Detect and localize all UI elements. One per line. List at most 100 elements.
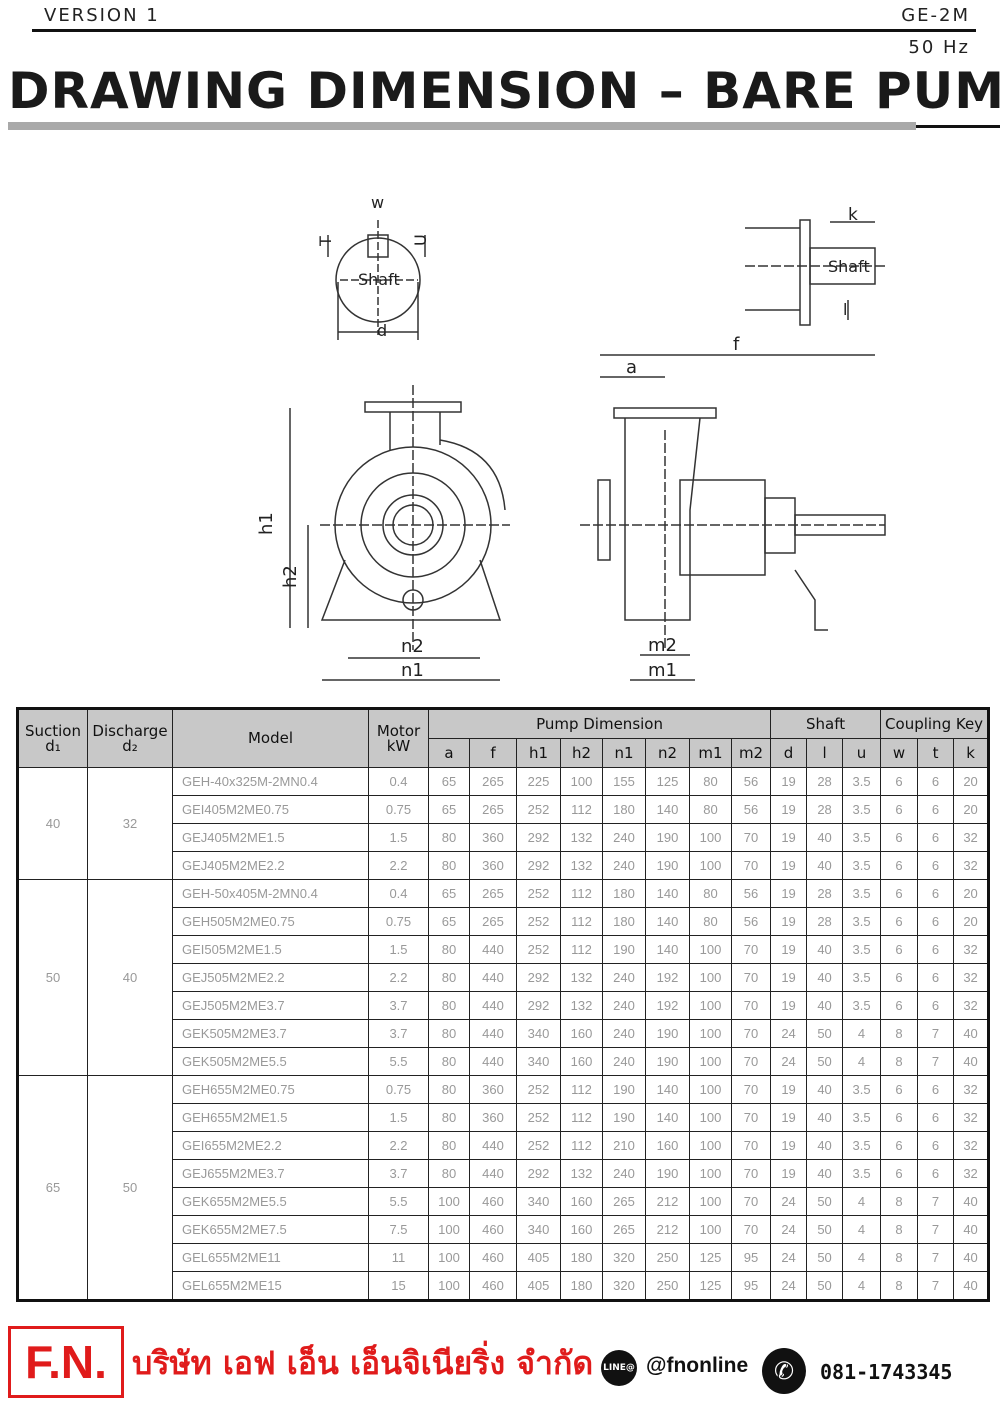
dimension-cell: 112 xyxy=(560,1075,603,1104)
dimension-cell: 7 xyxy=(917,1271,955,1301)
line-id[interactable]: @fnonline xyxy=(646,1354,749,1377)
model-cell: GEI505M2ME1.5 xyxy=(172,935,369,964)
motor-kw-cell: 0.75 xyxy=(368,1075,429,1104)
dimension-cell: 240 xyxy=(602,963,646,992)
dimension-cell: 70 xyxy=(730,991,772,1020)
dimension-cell: 80 xyxy=(428,935,470,964)
dimension-cell: 50 xyxy=(806,1187,844,1216)
dimension-cell: 70 xyxy=(730,1131,772,1160)
dimension-cell: 70 xyxy=(730,823,772,852)
dimension-cell: 6 xyxy=(880,963,919,992)
dimension-cell: 6 xyxy=(880,991,919,1020)
dimension-cell: 240 xyxy=(602,851,646,880)
label-U: U xyxy=(411,234,430,246)
dimension-cell: 340 xyxy=(516,1187,561,1216)
subheader-l: l xyxy=(806,738,844,768)
dimension-cell: 140 xyxy=(645,795,690,824)
subheader-d: d xyxy=(770,738,808,768)
dimension-cell: 19 xyxy=(770,1075,808,1104)
subheader-f: f xyxy=(469,738,517,768)
dimension-cell: 180 xyxy=(602,907,646,936)
motor-kw-cell: 2.2 xyxy=(368,1131,429,1160)
label-w: w xyxy=(371,193,384,212)
dimension-cell: 19 xyxy=(770,1103,808,1132)
dimension-cell: 190 xyxy=(602,1103,646,1132)
dimension-cell: 19 xyxy=(770,879,808,908)
dimension-cell: 132 xyxy=(560,823,603,852)
dimension-cell: 3.5 xyxy=(842,851,882,880)
dimension-cell: 32 xyxy=(953,991,990,1020)
dimension-cell: 240 xyxy=(602,991,646,1020)
dimension-cell: 40 xyxy=(953,1215,990,1244)
dimension-cell: 40 xyxy=(806,1103,844,1132)
dimension-cell: 340 xyxy=(516,1047,561,1076)
dimension-cell: 40 xyxy=(953,1271,990,1301)
dimension-cell: 100 xyxy=(689,1075,732,1104)
dimension-cell: 80 xyxy=(689,795,732,824)
dimension-cell: 24 xyxy=(770,1215,808,1244)
dimension-cell: 265 xyxy=(602,1215,646,1244)
motor-kw-cell: 1.5 xyxy=(368,823,429,852)
dimension-cell: 252 xyxy=(516,1075,561,1104)
motor-kw-cell: 2.2 xyxy=(368,963,429,992)
phone-number[interactable]: 081-1743345 xyxy=(820,1360,953,1384)
frequency-label: 50 Hz xyxy=(908,37,970,58)
model-cell: GEJ505M2ME2.2 xyxy=(172,963,369,992)
dimension-cell: 70 xyxy=(730,963,772,992)
dimension-cell: 160 xyxy=(560,1047,603,1076)
dimension-cell: 180 xyxy=(560,1271,603,1301)
label-m2: m2 xyxy=(648,635,677,656)
dimension-cell: 190 xyxy=(645,851,690,880)
dimension-cell: 132 xyxy=(560,1159,603,1188)
motor-kw-cell: 0.4 xyxy=(368,879,429,908)
dimension-cell: 460 xyxy=(469,1215,517,1244)
dimension-cell: 19 xyxy=(770,963,808,992)
dimension-cell: 40 xyxy=(806,1159,844,1188)
dimension-cell: 7 xyxy=(917,1187,955,1216)
dimension-cell: 6 xyxy=(880,907,919,936)
dimension-cell: 160 xyxy=(560,1019,603,1048)
dimension-cell: 80 xyxy=(428,1131,470,1160)
dimension-cell: 360 xyxy=(469,823,517,852)
company-footer: F.N. บริษัท เอฟ เอ็น เอ็นจิเนียริ่ง จำกั… xyxy=(8,1326,998,1398)
dimension-cell: 320 xyxy=(602,1243,646,1272)
dimension-cell: 250 xyxy=(645,1243,690,1272)
dimension-cell: 40 xyxy=(806,991,844,1020)
dimension-cell: 265 xyxy=(469,879,517,908)
dimension-cell: 460 xyxy=(469,1243,517,1272)
title-rule xyxy=(916,125,1000,128)
model-cell: GEJ405M2ME1.5 xyxy=(172,823,369,852)
dimension-cell: 7 xyxy=(917,1047,955,1076)
dimension-cell: 360 xyxy=(469,1103,517,1132)
label-h2: h2 xyxy=(280,565,301,588)
subheader-h2: h2 xyxy=(560,738,603,768)
pump-side-view xyxy=(580,354,886,681)
series-label: GE-2M xyxy=(901,5,970,26)
fn-logo: F.N. xyxy=(8,1326,124,1398)
label-l: l xyxy=(843,300,847,319)
motor-kw-cell: 3.7 xyxy=(368,991,429,1020)
dimension-cell: 190 xyxy=(645,1159,690,1188)
dimension-cell: 19 xyxy=(770,767,808,796)
dimension-cell: 100 xyxy=(689,1019,732,1048)
dimension-cell: 192 xyxy=(645,991,690,1020)
page-title: DRAWING DIMENSION – BARE PUMP xyxy=(8,62,1000,120)
dimension-cell: 24 xyxy=(770,1271,808,1301)
subheader-a: a xyxy=(428,738,470,768)
dimension-cell: 240 xyxy=(602,1047,646,1076)
label-m1: m1 xyxy=(648,660,677,681)
motor-kw-cell: 7.5 xyxy=(368,1215,429,1244)
dimension-cell: 112 xyxy=(560,1131,603,1160)
dimension-cell: 6 xyxy=(917,1075,955,1104)
dimension-cell: 32 xyxy=(953,935,990,964)
dimension-cell: 24 xyxy=(770,1243,808,1272)
dimension-cell: 440 xyxy=(469,991,517,1020)
dimension-cell: 180 xyxy=(602,879,646,908)
header-shaft: Shaft xyxy=(770,708,882,739)
dimension-cell: 265 xyxy=(469,767,517,796)
dimension-cell: 125 xyxy=(645,767,690,796)
dimension-cell: 4 xyxy=(842,1243,882,1272)
